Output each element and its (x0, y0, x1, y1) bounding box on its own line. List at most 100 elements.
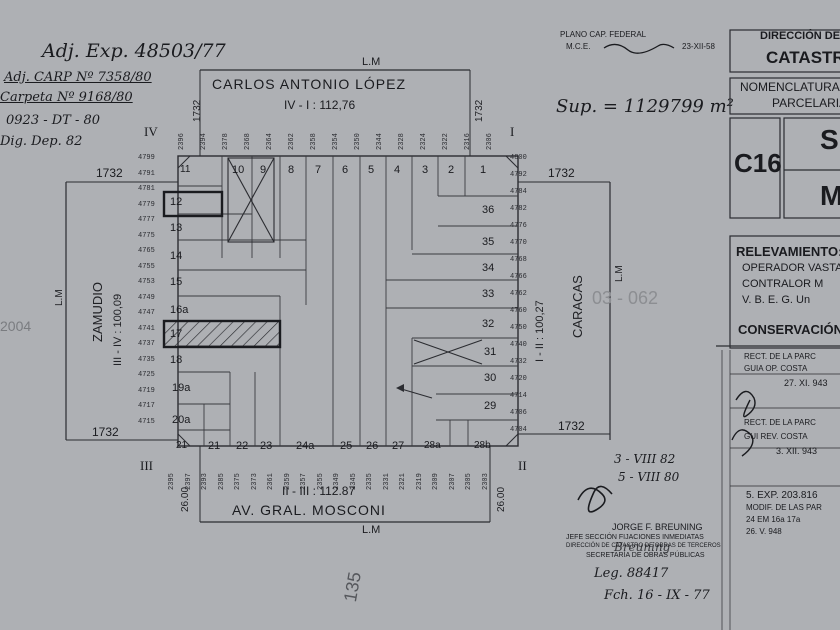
plate-number: 4719 (138, 386, 155, 395)
lot-label: 32 (482, 318, 495, 330)
panel-guia-2: GUI REV. COSTA (744, 432, 808, 441)
lot-label: 28a (424, 440, 441, 451)
plano-header: PLANO CAP. FEDERAL (560, 30, 647, 39)
panel-nomenclatura: NOMENCLATURA (740, 80, 840, 94)
plate-number: 2331 (382, 473, 391, 490)
plate-number: 4737 (138, 340, 155, 348)
panel-relevamiento: RELEVAMIENTO: (736, 244, 840, 259)
corner-number-ne: 1732 (548, 166, 575, 180)
faded-mark: 03 - 062 (592, 288, 659, 308)
stamp-leg: Leg. 88417 (594, 566, 669, 581)
ref-note-1: 0923 - DT - 80 (6, 113, 101, 128)
plate-number: 4747 (138, 309, 155, 317)
lot-label: 35 (482, 236, 495, 248)
panel-operador: OPERADOR VASTA (742, 262, 840, 274)
panel-rect-2: RECT. DE LA PARC (744, 418, 816, 427)
lot-label: 4 (394, 164, 401, 176)
lot-label: 3 (422, 164, 429, 176)
corner-number-nw: 1732 (96, 166, 123, 180)
stamp-name: JORGE F. BREUNING (612, 522, 703, 532)
plate-number: 2303 (481, 473, 490, 490)
panel-code-m: M (820, 180, 840, 211)
lot-label: 21 (208, 440, 221, 452)
lot-label: 9 (260, 164, 267, 176)
street-west-name: ZAMUDIO (90, 282, 105, 342)
street-east-name: CARACAS (570, 275, 585, 338)
lot-label: 11 (180, 164, 191, 175)
lot-label: 33 (482, 288, 495, 300)
panel-guia-1: GUIA OP. COSTA (744, 364, 808, 373)
panel-exp: 5. EXP. 203.816 (746, 490, 818, 501)
plano-mce-date: 23-XII-58 (682, 42, 715, 51)
lm-left: L.M (54, 289, 65, 306)
plate-number: 4755 (138, 262, 155, 271)
plate-number: 2368 (244, 133, 252, 150)
plate-number: 4775 (138, 231, 155, 240)
plate-number: 2373 (250, 473, 259, 490)
panel-code: C16 (734, 148, 782, 178)
lot-label: 7 (315, 164, 322, 176)
lot-label: 17 (170, 328, 183, 340)
lot-label: 19a (172, 382, 191, 394)
plate-number: 4781 (138, 185, 155, 193)
plate-number: 4740 (510, 341, 527, 349)
plate-number: 4799 (138, 154, 155, 162)
lot-label: 6 (342, 164, 349, 176)
plate-number: 2394 (200, 133, 208, 150)
date-note-2: 5 - VIII 80 (618, 470, 680, 484)
plate-number: 4753 (138, 278, 155, 286)
lot-label: 21 (176, 440, 188, 451)
corner-number-s-left: 26.00 (180, 486, 191, 512)
lot-label: 10 (232, 164, 245, 176)
side-mark-2004: 2004 (0, 318, 32, 334)
plate-number: 4750 (510, 324, 527, 332)
plate-number: 4784 (510, 188, 527, 196)
plate-number: 2306 (486, 133, 494, 150)
plate-number: 4720 (510, 375, 527, 383)
corner-number-se: 1732 (558, 419, 585, 433)
lot-label: 29 (484, 400, 497, 412)
plate-number: 4706 (510, 409, 527, 417)
adj-exp-note: Adj. Exp. 48503/77 (42, 40, 226, 62)
lot-label: 24a (296, 440, 315, 452)
plate-number: 4741 (138, 324, 155, 333)
plate-number: 4777 (138, 216, 155, 224)
lot-label: 31 (484, 346, 497, 358)
plate-number: 4766 (510, 273, 527, 281)
plate-number: 2375 (234, 473, 242, 490)
plate-number: 4782 (510, 205, 527, 213)
panel-code-s: S (820, 124, 839, 155)
adj-carp-note: Adj. CARP Nº 7358/80 (4, 70, 152, 85)
panel-lot-ref: 24 EM 16a 17a (746, 515, 801, 524)
plate-number: 2316 (464, 133, 472, 150)
plate-number: 2322 (442, 133, 450, 150)
lm-bottom: L.M (362, 524, 381, 536)
plate-number: 4768 (510, 256, 527, 264)
lot-label: 25 (340, 440, 353, 452)
panel-direccion: DIRECCIÓN DEL (760, 30, 840, 42)
panel-date-3: 26. V. 948 (746, 527, 782, 536)
panel-rect-1: RECT. DE LA PARC (744, 352, 816, 361)
plate-number: 2324 (420, 133, 428, 150)
plate-number: 4770 (510, 239, 527, 247)
plate-number: 2344 (376, 133, 384, 150)
ref-note-2: Dig. Dep. 82 (0, 134, 83, 149)
plate-number: 2345 (349, 473, 358, 490)
corner-number-s-right: 26.00 (496, 486, 507, 512)
plate-number: 2335 (366, 473, 374, 490)
plate-number: 2359 (283, 473, 292, 490)
lot-label: 36 (482, 204, 495, 216)
lot-label: 13 (170, 222, 183, 234)
surface-note: Sup. = 1129799 m² (556, 96, 734, 117)
panel-modif: MODIF. DE LAS PAR (746, 503, 822, 512)
plate-number: 4704 (510, 426, 527, 434)
lot-label: 34 (482, 262, 495, 274)
panel-catastro: CATASTRO (766, 48, 840, 67)
corner-number-n-left: 1732 (192, 99, 203, 122)
lot-label: 20a (172, 414, 191, 426)
panel-conservacion: CONSERVACIÓN (738, 322, 840, 337)
street-west-dimension: III - IV : 100,09 (112, 293, 124, 366)
plate-number: 4714 (510, 392, 527, 400)
